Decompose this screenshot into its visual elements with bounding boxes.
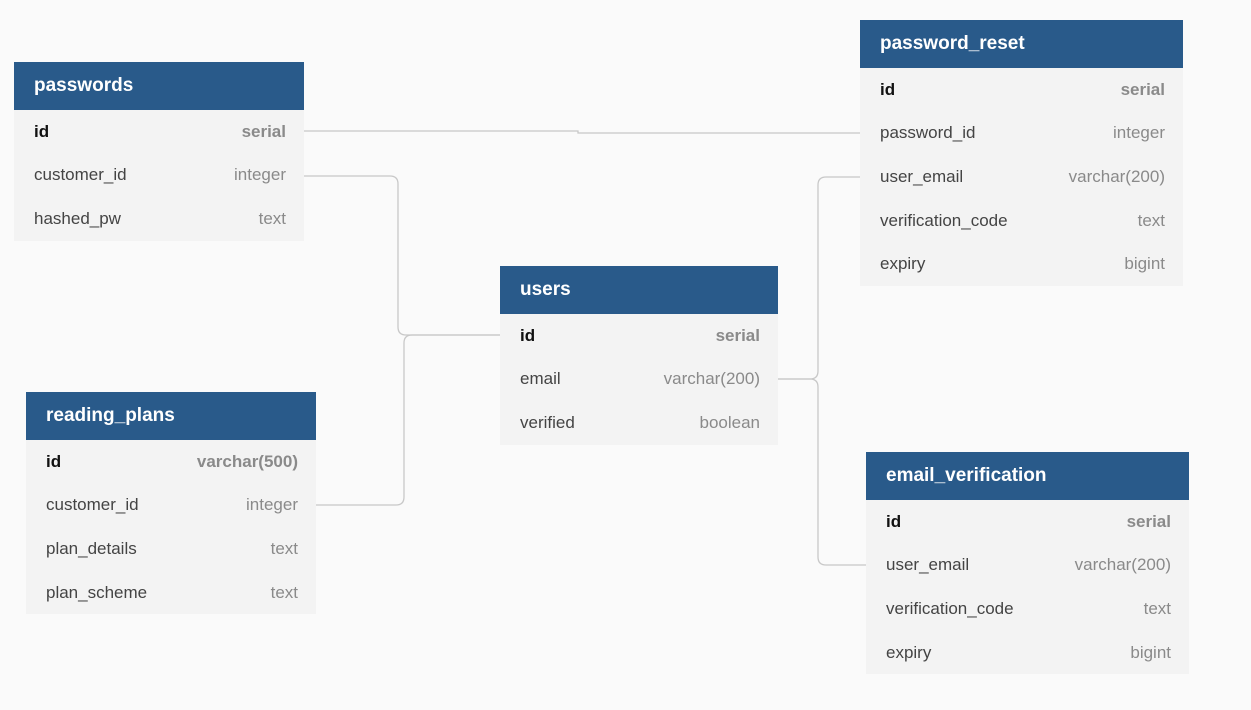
column-name: user_email (880, 166, 964, 186)
column-name: plan_details (46, 538, 137, 558)
table-row[interactable]: plan_scheme text (26, 571, 316, 615)
column-type: text (1137, 210, 1165, 230)
column-name: verification_code (886, 598, 1014, 618)
column-name: id (520, 325, 536, 345)
column-name: plan_scheme (46, 582, 148, 602)
column-name: verification_code (880, 210, 1008, 230)
column-name: email (520, 369, 561, 389)
table-row[interactable]: password_id integer (860, 112, 1183, 156)
table-row[interactable]: hashed_pw text (14, 197, 304, 241)
table-header[interactable]: email_verification (866, 452, 1189, 500)
table-reading-plans[interactable]: reading_plans id varchar(500) customer_i… (26, 392, 316, 615)
table-passwords[interactable]: passwords id serial customer_id integer … (14, 62, 304, 241)
table-row[interactable]: verification_code text (860, 199, 1183, 243)
table-header[interactable]: users (500, 266, 778, 314)
table-row[interactable]: user_email varchar(200) (866, 544, 1189, 588)
column-type: text (270, 582, 298, 602)
column-type: integer (1113, 123, 1165, 143)
link-passwords-customer-id-to-users-id (304, 175, 500, 336)
column-type: varchar(500) (196, 451, 298, 471)
column-type: varchar(200) (1074, 555, 1171, 575)
table-email-verification[interactable]: email_verification id serial user_email … (866, 452, 1189, 675)
column-type: text (270, 538, 298, 558)
link-reading-plans-customer-id-to-users-id (316, 334, 500, 506)
table-row[interactable]: id serial (500, 314, 778, 358)
table-row[interactable]: email varchar(200) (500, 358, 778, 402)
column-name: id (46, 451, 62, 471)
table-row[interactable]: customer_id integer (14, 154, 304, 198)
table-row[interactable]: customer_id integer (26, 484, 316, 528)
table-row[interactable]: verified boolean (500, 401, 778, 445)
column-name: expiry (880, 254, 926, 274)
column-name: customer_id (46, 495, 139, 515)
table-row[interactable]: id serial (860, 68, 1183, 112)
table-row[interactable]: verification_code text (866, 587, 1189, 631)
link-users-email-to-password-reset-user-email (778, 176, 860, 380)
table-header[interactable]: reading_plans (26, 392, 316, 440)
link-passwords-id-to-password-reset-password-id (304, 130, 860, 134)
column-name: password_id (880, 123, 976, 143)
column-type: integer (246, 495, 298, 515)
column-name: id (886, 511, 902, 531)
column-type: text (258, 208, 286, 228)
column-type: serial (715, 325, 760, 345)
column-name: expiry (886, 642, 932, 662)
table-row[interactable]: id varchar(500) (26, 440, 316, 484)
column-type: serial (241, 121, 286, 141)
link-users-email-to-email-verification-user-email (778, 378, 866, 566)
table-header[interactable]: passwords (14, 62, 304, 110)
table-header[interactable]: password_reset (860, 20, 1183, 68)
column-name: id (34, 121, 50, 141)
column-type: text (1143, 598, 1171, 618)
column-type: serial (1120, 79, 1165, 99)
column-name: id (880, 79, 896, 99)
column-type: bigint (1124, 254, 1165, 274)
table-password-reset[interactable]: password_reset id serial password_id int… (860, 20, 1183, 286)
table-row[interactable]: user_email varchar(200) (860, 155, 1183, 199)
table-row[interactable]: id serial (14, 110, 304, 154)
table-row[interactable]: plan_details text (26, 527, 316, 571)
column-name: user_email (886, 555, 970, 575)
column-type: boolean (699, 412, 760, 432)
column-name: verified (520, 412, 575, 432)
column-type: serial (1126, 511, 1171, 531)
column-type: varchar(200) (1068, 166, 1165, 186)
table-row[interactable]: expiry bigint (860, 242, 1183, 286)
column-type: bigint (1130, 642, 1171, 662)
table-row[interactable]: id serial (866, 500, 1189, 544)
column-type: integer (234, 165, 286, 185)
column-name: hashed_pw (34, 208, 121, 228)
table-row[interactable]: expiry bigint (866, 631, 1189, 675)
table-users[interactable]: users id serial email varchar(200) verif… (500, 266, 778, 445)
column-name: customer_id (34, 165, 127, 185)
column-type: varchar(200) (663, 369, 760, 389)
